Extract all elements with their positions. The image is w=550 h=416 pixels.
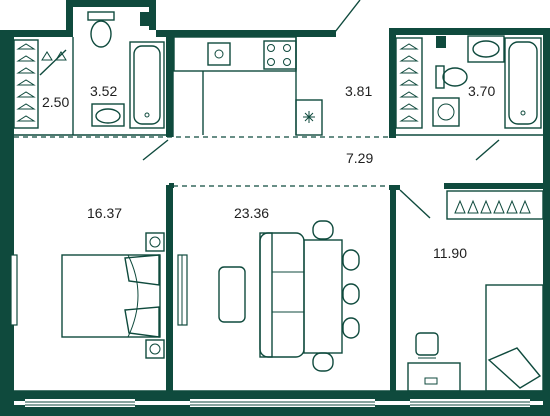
- kitchen-fixtures: [173, 36, 323, 136]
- wardrobe-kids: [446, 190, 544, 220]
- area-label-wardrobe-left: 2.50: [42, 94, 69, 110]
- area-label-hallway: 7.29: [346, 150, 373, 166]
- door-swings: [39, 0, 500, 219]
- window-icon: [190, 399, 375, 407]
- window-icon: [25, 399, 135, 407]
- toilet-icon: [87, 11, 115, 48]
- wardrobe-right: [395, 37, 423, 129]
- dining-table-icon: [218, 266, 246, 323]
- wardrobe-left: [13, 39, 67, 129]
- sofa-icon: [259, 232, 305, 358]
- window-icon: [410, 399, 530, 407]
- bathtub-icon: [129, 41, 165, 129]
- bathroom-left-fixtures: [87, 11, 165, 129]
- sink-icon: [91, 103, 125, 127]
- area-label-living-room: 23.36: [234, 205, 269, 221]
- dining-table-icon: [303, 239, 343, 354]
- hanger-icon: [454, 199, 531, 214]
- hanger-icon: [399, 43, 419, 122]
- toilet-icon: [435, 65, 468, 89]
- hanger-icon: [16, 43, 36, 122]
- sink-icon: [467, 35, 505, 63]
- area-label-kitchen: 3.81: [345, 83, 372, 99]
- area-label-bathroom-right: 3.70: [468, 83, 495, 99]
- area-label-bedroom: 16.37: [87, 205, 122, 221]
- fridge-icon: [295, 99, 323, 136]
- bathroom-right-fixtures: [395, 35, 542, 129]
- stove-icon: [263, 40, 297, 70]
- chair-icon: [415, 332, 439, 359]
- single-bed-icon: [485, 284, 544, 392]
- hanger-icon: [41, 51, 67, 61]
- desk-icon: [407, 362, 461, 392]
- chair-icon: [312, 220, 360, 372]
- bedside-lamp-icon: [145, 232, 165, 359]
- washing-machine-icon: [432, 97, 460, 127]
- area-label-bathroom-left: 3.52: [90, 83, 117, 99]
- sink-icon: [207, 42, 231, 66]
- window-icon: [177, 254, 188, 326]
- bathtub-icon: [504, 37, 542, 129]
- area-label-kids-room: 11.90: [433, 245, 467, 261]
- double-bed-icon: [61, 254, 161, 338]
- window-icon: [10, 254, 18, 326]
